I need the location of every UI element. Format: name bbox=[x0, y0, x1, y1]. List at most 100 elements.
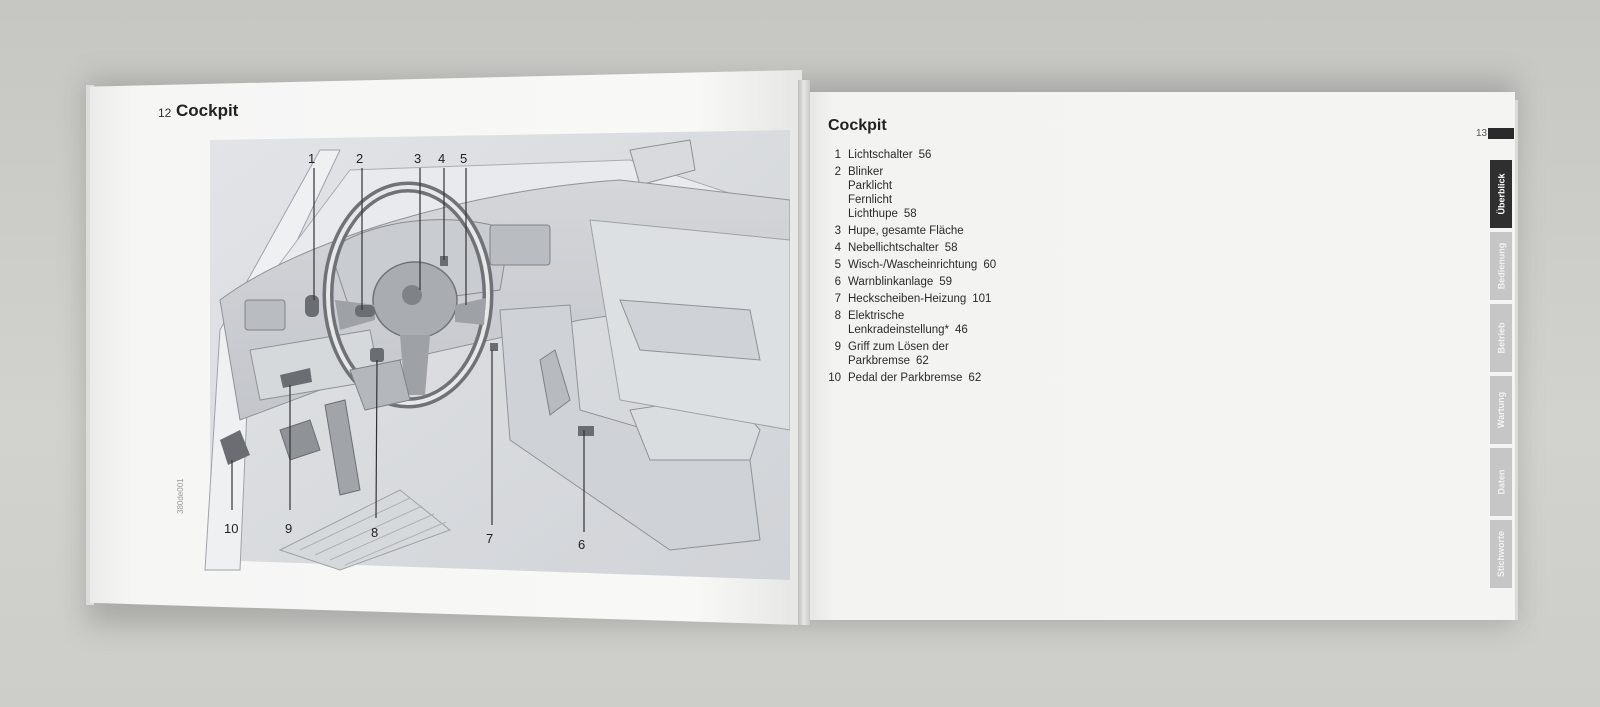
steering-column bbox=[349, 359, 411, 411]
legend-line: Fernlicht bbox=[848, 194, 893, 206]
tab-1[interactable]: Überblick bbox=[1490, 160, 1512, 228]
legend-line: Elektrische bbox=[848, 310, 905, 322]
callout-6: 6 bbox=[578, 537, 585, 552]
tab-6[interactable]: Stichworte bbox=[1490, 520, 1512, 588]
steering-adjust-switch bbox=[370, 348, 384, 362]
tab-3[interactable]: Betrieb bbox=[1490, 304, 1512, 372]
page-number-bar bbox=[1488, 128, 1514, 139]
legend-number: 6 bbox=[834, 276, 841, 288]
center-console bbox=[499, 304, 761, 551]
cockpit-illustration: 1 2 3 4 5 6 7 8 9 10 bbox=[204, 130, 790, 580]
right-page-title: Cockpit bbox=[828, 117, 887, 134]
legend-number: 4 bbox=[834, 242, 841, 254]
right-page bbox=[805, 92, 1515, 620]
legend-number: 9 bbox=[834, 341, 841, 353]
legend-page-ref: 60 bbox=[983, 259, 997, 271]
callout-1: 1 bbox=[308, 151, 315, 166]
legend-number: 8 bbox=[834, 310, 841, 322]
legend-number: 5 bbox=[834, 259, 841, 271]
right-page-number: 13 bbox=[1476, 128, 1488, 139]
parking-brake-handle bbox=[280, 368, 312, 388]
left-page-title: Cockpit bbox=[176, 101, 239, 120]
horn-badge bbox=[402, 285, 422, 305]
callout-10: 10 bbox=[224, 521, 238, 536]
parking-brake-pedal bbox=[220, 430, 250, 465]
windshield-frame bbox=[204, 149, 341, 571]
callout-lines bbox=[231, 168, 585, 532]
callout-2: 2 bbox=[356, 151, 363, 166]
callout-4: 4 bbox=[438, 151, 445, 166]
legend-number: 1 bbox=[834, 149, 841, 161]
callout-7: 7 bbox=[486, 531, 493, 546]
accelerator-pedal bbox=[324, 399, 361, 496]
legend-number: 7 bbox=[834, 293, 841, 305]
legend-line: Griff zum Lösen der bbox=[848, 341, 949, 353]
legend-number: 2 bbox=[834, 166, 841, 178]
left-page-number: 12 bbox=[158, 106, 172, 120]
tab-2[interactable]: Bedienung bbox=[1490, 232, 1512, 300]
legend-line: Blinker bbox=[848, 166, 884, 178]
legend-page-ref: 62 bbox=[916, 355, 929, 367]
legend-number: 10 bbox=[828, 372, 841, 384]
legend-page-ref: 62 bbox=[968, 372, 982, 384]
book-spine bbox=[798, 80, 810, 625]
legend-page-ref: 59 bbox=[939, 276, 953, 288]
steering-wheel-inner bbox=[326, 185, 490, 405]
callout-3: 3 bbox=[414, 151, 421, 166]
gear-shifter bbox=[539, 349, 571, 416]
legend-line: Lenkradeinstellung*46 bbox=[848, 324, 968, 336]
legend-line: Parklicht bbox=[848, 180, 893, 192]
legend-text: Hupe, gesamte Fläche bbox=[848, 224, 1126, 238]
illustration-part-number: 380de001 bbox=[176, 478, 185, 514]
legend-page-ref: 58 bbox=[944, 242, 958, 254]
floor-mat bbox=[278, 489, 452, 571]
steering-spoke-bottom bbox=[400, 335, 430, 395]
hazard-button bbox=[578, 426, 594, 436]
legend-line: Hupe, gesamte Fläche bbox=[848, 225, 964, 237]
door-handle bbox=[619, 299, 761, 361]
center-vents bbox=[489, 224, 551, 266]
callout-5: 5 bbox=[460, 151, 467, 166]
rear-defrost-button bbox=[490, 343, 498, 351]
legend-page-ref: 46 bbox=[955, 324, 968, 336]
legend-page-ref: 56 bbox=[918, 149, 932, 161]
light-switch bbox=[305, 295, 319, 317]
turn-signal-stalk bbox=[355, 305, 375, 317]
tab-5[interactable]: Daten bbox=[1490, 448, 1512, 516]
callout-9: 9 bbox=[285, 521, 292, 536]
legend-item: 3 Hupe, gesamte Fläche bbox=[826, 224, 1126, 238]
callout-numbers: 1 2 3 4 5 6 7 8 9 10 bbox=[224, 151, 585, 552]
floor-mat-ribs bbox=[299, 497, 447, 566]
left-vent bbox=[244, 299, 286, 331]
callout-8: 8 bbox=[371, 525, 378, 540]
legend-page-ref: 101 bbox=[972, 293, 992, 305]
legend-number: 3 bbox=[834, 225, 841, 237]
tab-4[interactable]: Wartung bbox=[1490, 376, 1512, 444]
